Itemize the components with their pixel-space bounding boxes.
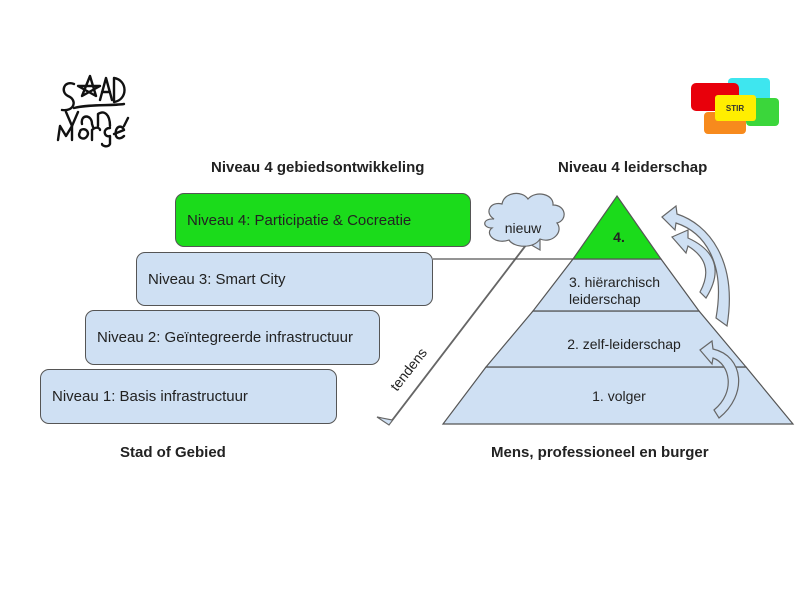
level-2-box: Niveau 2: Geïntegreerde infrastructuur: [85, 310, 380, 365]
heading-mens: Mens, professioneel en burger: [491, 444, 709, 461]
stad-van-morgen-logo: [56, 74, 130, 148]
pyramid-level-4: [571, 194, 663, 260]
cloud-label: nieuw: [505, 220, 542, 236]
heading-stad-of-gebied: Stad of Gebied: [120, 444, 226, 461]
heading-gebiedsontwikkeling: Niveau 4 gebiedsontwikkeling: [211, 159, 425, 176]
pyramid-level1-label: 1. volger: [592, 388, 646, 404]
heading-leiderschap: Niveau 4 leiderschap: [558, 159, 708, 176]
level-1-box: Niveau 1: Basis infrastructuur: [40, 369, 337, 424]
level-4-box: Niveau 4: Participatie & Cocreatie: [175, 193, 471, 247]
curved-arrow-lower: [699, 339, 740, 419]
pyramid: [441, 194, 795, 425]
curved-arrow-outer: [661, 204, 730, 328]
curved-arrow-middle: [671, 229, 716, 299]
pyramid-level3-line1: 3. hiërarchisch: [569, 274, 660, 290]
tendens-label: tendens: [387, 345, 430, 394]
pyramid-level2-label: 2. zelf-leiderschap: [567, 336, 681, 352]
pyramid-level3-line2: leiderschap: [569, 291, 641, 307]
stir-logo-text: STIR: [726, 104, 744, 113]
cloud-shape: [484, 192, 565, 247]
curved-arrows: [661, 204, 740, 419]
stir-logo: [691, 78, 779, 134]
level-3-box: Niveau 3: Smart City: [136, 252, 433, 306]
pyramid-top-label: 4.: [613, 229, 625, 245]
